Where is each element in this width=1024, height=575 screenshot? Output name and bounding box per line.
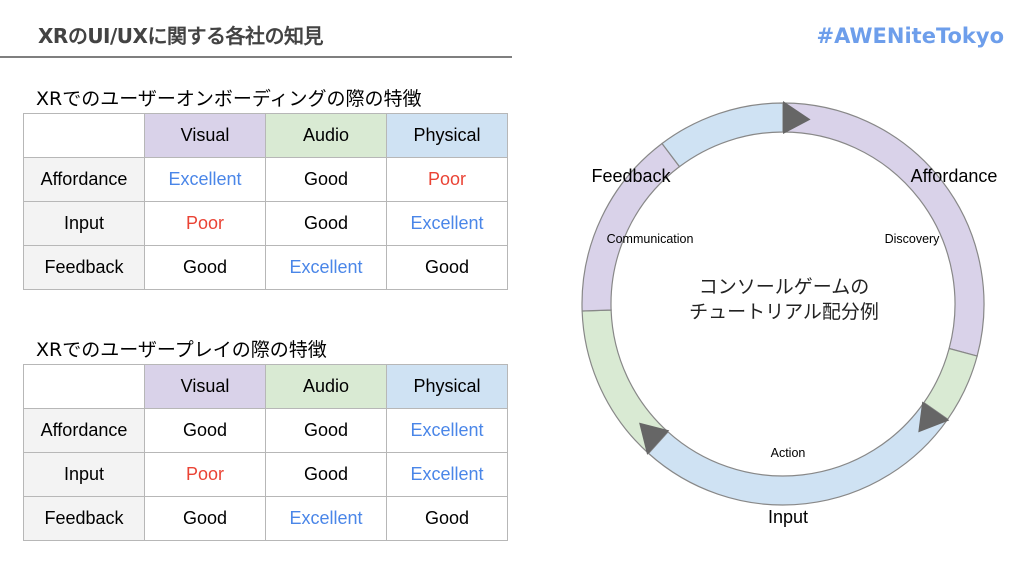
table-row: Input Poor Good Excellent: [23, 452, 508, 497]
play-table: Visual Audio Physical Affordance Good Go…: [23, 364, 508, 541]
rating-cell-good: Good: [386, 245, 508, 290]
cycle-ring: [581, 102, 985, 506]
title-divider: [0, 56, 512, 58]
onboarding-table: Visual Audio Physical Affordance Excelle…: [23, 113, 508, 290]
rating-cell-excellent: Excellent: [144, 157, 266, 202]
table-row: Affordance Good Good Excellent: [23, 408, 508, 453]
phase-sub-discovery: Discovery: [885, 232, 941, 246]
phase-label-feedback: Feedback: [591, 166, 671, 186]
rating-cell-good: Good: [144, 496, 266, 541]
table-row: Affordance Excellent Good Poor: [23, 157, 508, 202]
table-row: Feedback Good Excellent Good: [23, 245, 508, 290]
page-title: XRのUI/UXに関する各社の知見: [38, 24, 323, 48]
row-header-affordance: Affordance: [23, 408, 145, 453]
rating-cell-good: Good: [386, 496, 508, 541]
row-header-feedback: Feedback: [23, 245, 145, 290]
rating-cell-good: Good: [265, 157, 387, 202]
rating-cell-poor: Poor: [144, 201, 266, 246]
rating-cell-good: Good: [265, 452, 387, 497]
phase-sub-action: Action: [771, 446, 806, 460]
rating-cell-excellent: Excellent: [265, 496, 387, 541]
phase-sub-communication: Communication: [607, 232, 694, 246]
corner-cell: [23, 364, 145, 409]
flow-arrow-icon: [783, 101, 811, 134]
rating-cell-excellent: Excellent: [386, 452, 508, 497]
rating-cell-good: Good: [265, 408, 387, 453]
phase-label-input: Input: [768, 507, 808, 527]
phase-label-affordance: Affordance: [911, 166, 998, 186]
play-table-title: XRでのユーザープレイの際の特徴: [36, 339, 327, 361]
rating-cell-good: Good: [144, 245, 266, 290]
row-header-affordance: Affordance: [23, 157, 145, 202]
event-hashtag: #AWENiteTokyo: [816, 24, 1004, 48]
row-header-input: Input: [23, 201, 145, 246]
column-header-visual: Visual: [144, 364, 266, 409]
table-row: Feedback Good Excellent Good: [23, 496, 508, 541]
table-header-row: Visual Audio Physical: [23, 364, 508, 409]
onboarding-table-title: XRでのユーザーオンボーディングの際の特徴: [36, 88, 422, 110]
flow-arrow-icon: [918, 401, 950, 433]
ring-segment-physical: [661, 102, 784, 168]
column-header-physical: Physical: [386, 113, 508, 158]
corner-cell: [23, 113, 145, 158]
column-header-audio: Audio: [265, 113, 387, 158]
rating-cell-excellent: Excellent: [386, 201, 508, 246]
table-header-row: Visual Audio Physical: [23, 113, 508, 158]
row-header-feedback: Feedback: [23, 496, 145, 541]
row-header-input: Input: [23, 452, 145, 497]
flow-arrow-icon: [639, 422, 670, 455]
center-title-line1: コンソールゲームの: [699, 276, 869, 298]
center-title-line2: チュートリアル配分例: [689, 301, 879, 323]
cycle-arrows: [639, 101, 950, 455]
table-row: Input Poor Good Excellent: [23, 201, 508, 246]
rating-cell-excellent: Excellent: [265, 245, 387, 290]
column-header-visual: Visual: [144, 113, 266, 158]
column-header-audio: Audio: [265, 364, 387, 409]
rating-cell-good: Good: [265, 201, 387, 246]
column-header-physical: Physical: [386, 364, 508, 409]
rating-cell-excellent: Excellent: [386, 408, 508, 453]
